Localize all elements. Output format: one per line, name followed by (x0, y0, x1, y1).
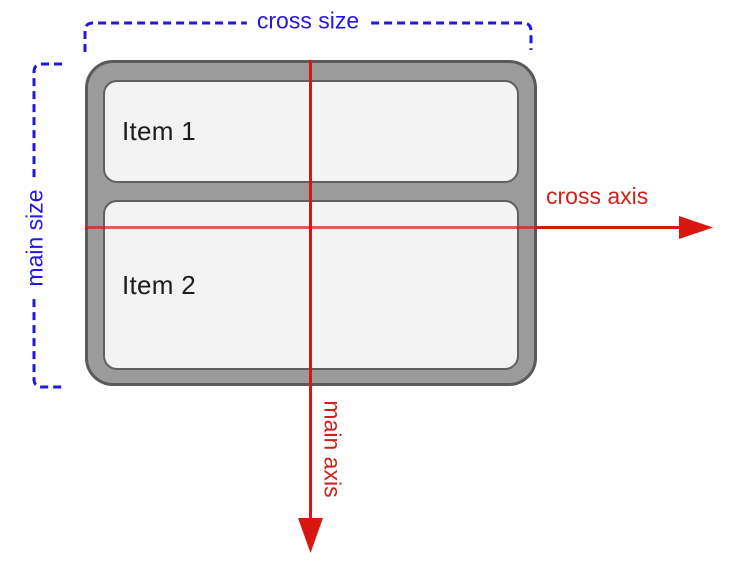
flex-item-1: Item 1 (103, 80, 519, 183)
cross-size-label: cross size (246, 7, 370, 35)
flex-item-2-label: Item 2 (122, 269, 197, 300)
flex-item-2: Item 2 (103, 200, 519, 370)
cross-axis-arrowhead-icon (679, 216, 713, 239)
main-size-label: main size (21, 179, 49, 297)
flex-item-1-label: Item 1 (122, 116, 197, 146)
main-axis-arrowhead-icon (298, 518, 323, 553)
main-axis-label: main axis (319, 400, 346, 498)
cross-axis-label: cross axis (546, 183, 649, 209)
